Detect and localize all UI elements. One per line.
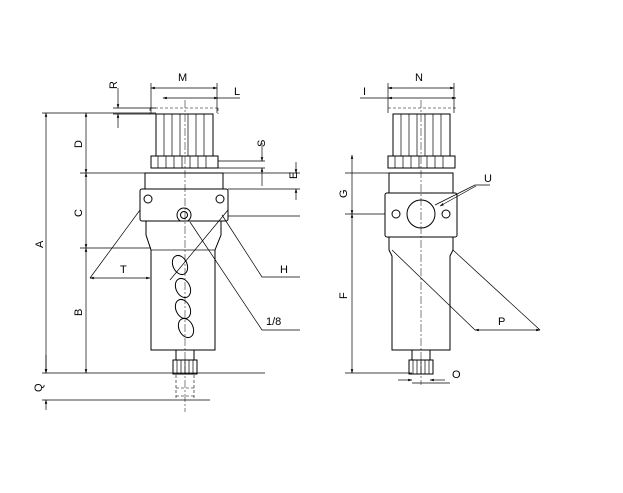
dim-u-leader xyxy=(434,184,490,206)
dim-label-m: M xyxy=(178,72,187,84)
dim-label-a: A xyxy=(34,240,46,248)
side-ring-grooves xyxy=(394,156,444,168)
knob-grip-lines xyxy=(163,114,205,156)
dim-label-c: C xyxy=(73,209,85,217)
front-view: M L R A D C B Q S xyxy=(33,72,300,412)
side-lock-ring xyxy=(387,155,456,169)
dim-u-arrow xyxy=(439,185,477,207)
dim-label-h: H xyxy=(280,264,288,276)
dim-t-ext xyxy=(89,209,229,281)
dim-label-i: I xyxy=(363,86,366,98)
dim-label-u: U xyxy=(484,173,492,185)
dim-label-p: P xyxy=(498,316,505,328)
dim-label-r: R xyxy=(108,81,120,89)
dim-label-b: B xyxy=(73,309,85,316)
front-lock-ring xyxy=(150,155,219,169)
drain-hidden-extension xyxy=(175,375,195,400)
dim-label-d: D xyxy=(73,140,85,148)
port-size-label: 1/8 xyxy=(266,316,281,328)
dim-label-o: O xyxy=(452,369,461,381)
dim-label-n: N xyxy=(415,72,423,84)
dim-r-ext xyxy=(113,107,156,115)
dim-s-ext xyxy=(218,160,265,169)
dim-label-f: F xyxy=(338,292,350,299)
lock-ring-grooves xyxy=(157,156,207,168)
knob-hidden-outline xyxy=(149,107,219,114)
dim-label-l: L xyxy=(234,86,240,98)
side-knob-grip xyxy=(400,114,442,156)
side-adjust-knob xyxy=(392,113,451,157)
dim-h-leader xyxy=(221,214,300,278)
dim-p-ext xyxy=(391,249,541,331)
sight-window-4 xyxy=(177,317,195,339)
dim-label-s: S xyxy=(256,140,268,147)
sight-window-2 xyxy=(174,277,192,299)
sight-window-3 xyxy=(174,298,192,320)
dim-label-g: G xyxy=(338,189,350,198)
dim-label-e: E xyxy=(288,172,300,179)
side-view: N I G F U P O xyxy=(338,72,541,385)
front-adjust-knob xyxy=(155,113,214,157)
sight-window-1 xyxy=(171,254,189,276)
front-head-top xyxy=(144,172,224,190)
dim-label-t: T xyxy=(120,264,127,276)
dim-label-q: Q xyxy=(33,383,45,392)
side-screw-right xyxy=(441,209,451,219)
front-bowl xyxy=(145,220,222,351)
front-body-block xyxy=(139,188,229,222)
front-screw-left xyxy=(143,194,153,204)
port-leader xyxy=(189,221,300,331)
side-screw-left xyxy=(391,209,401,219)
front-screw-right xyxy=(215,194,225,204)
front-gauge-port-inner xyxy=(180,211,188,219)
